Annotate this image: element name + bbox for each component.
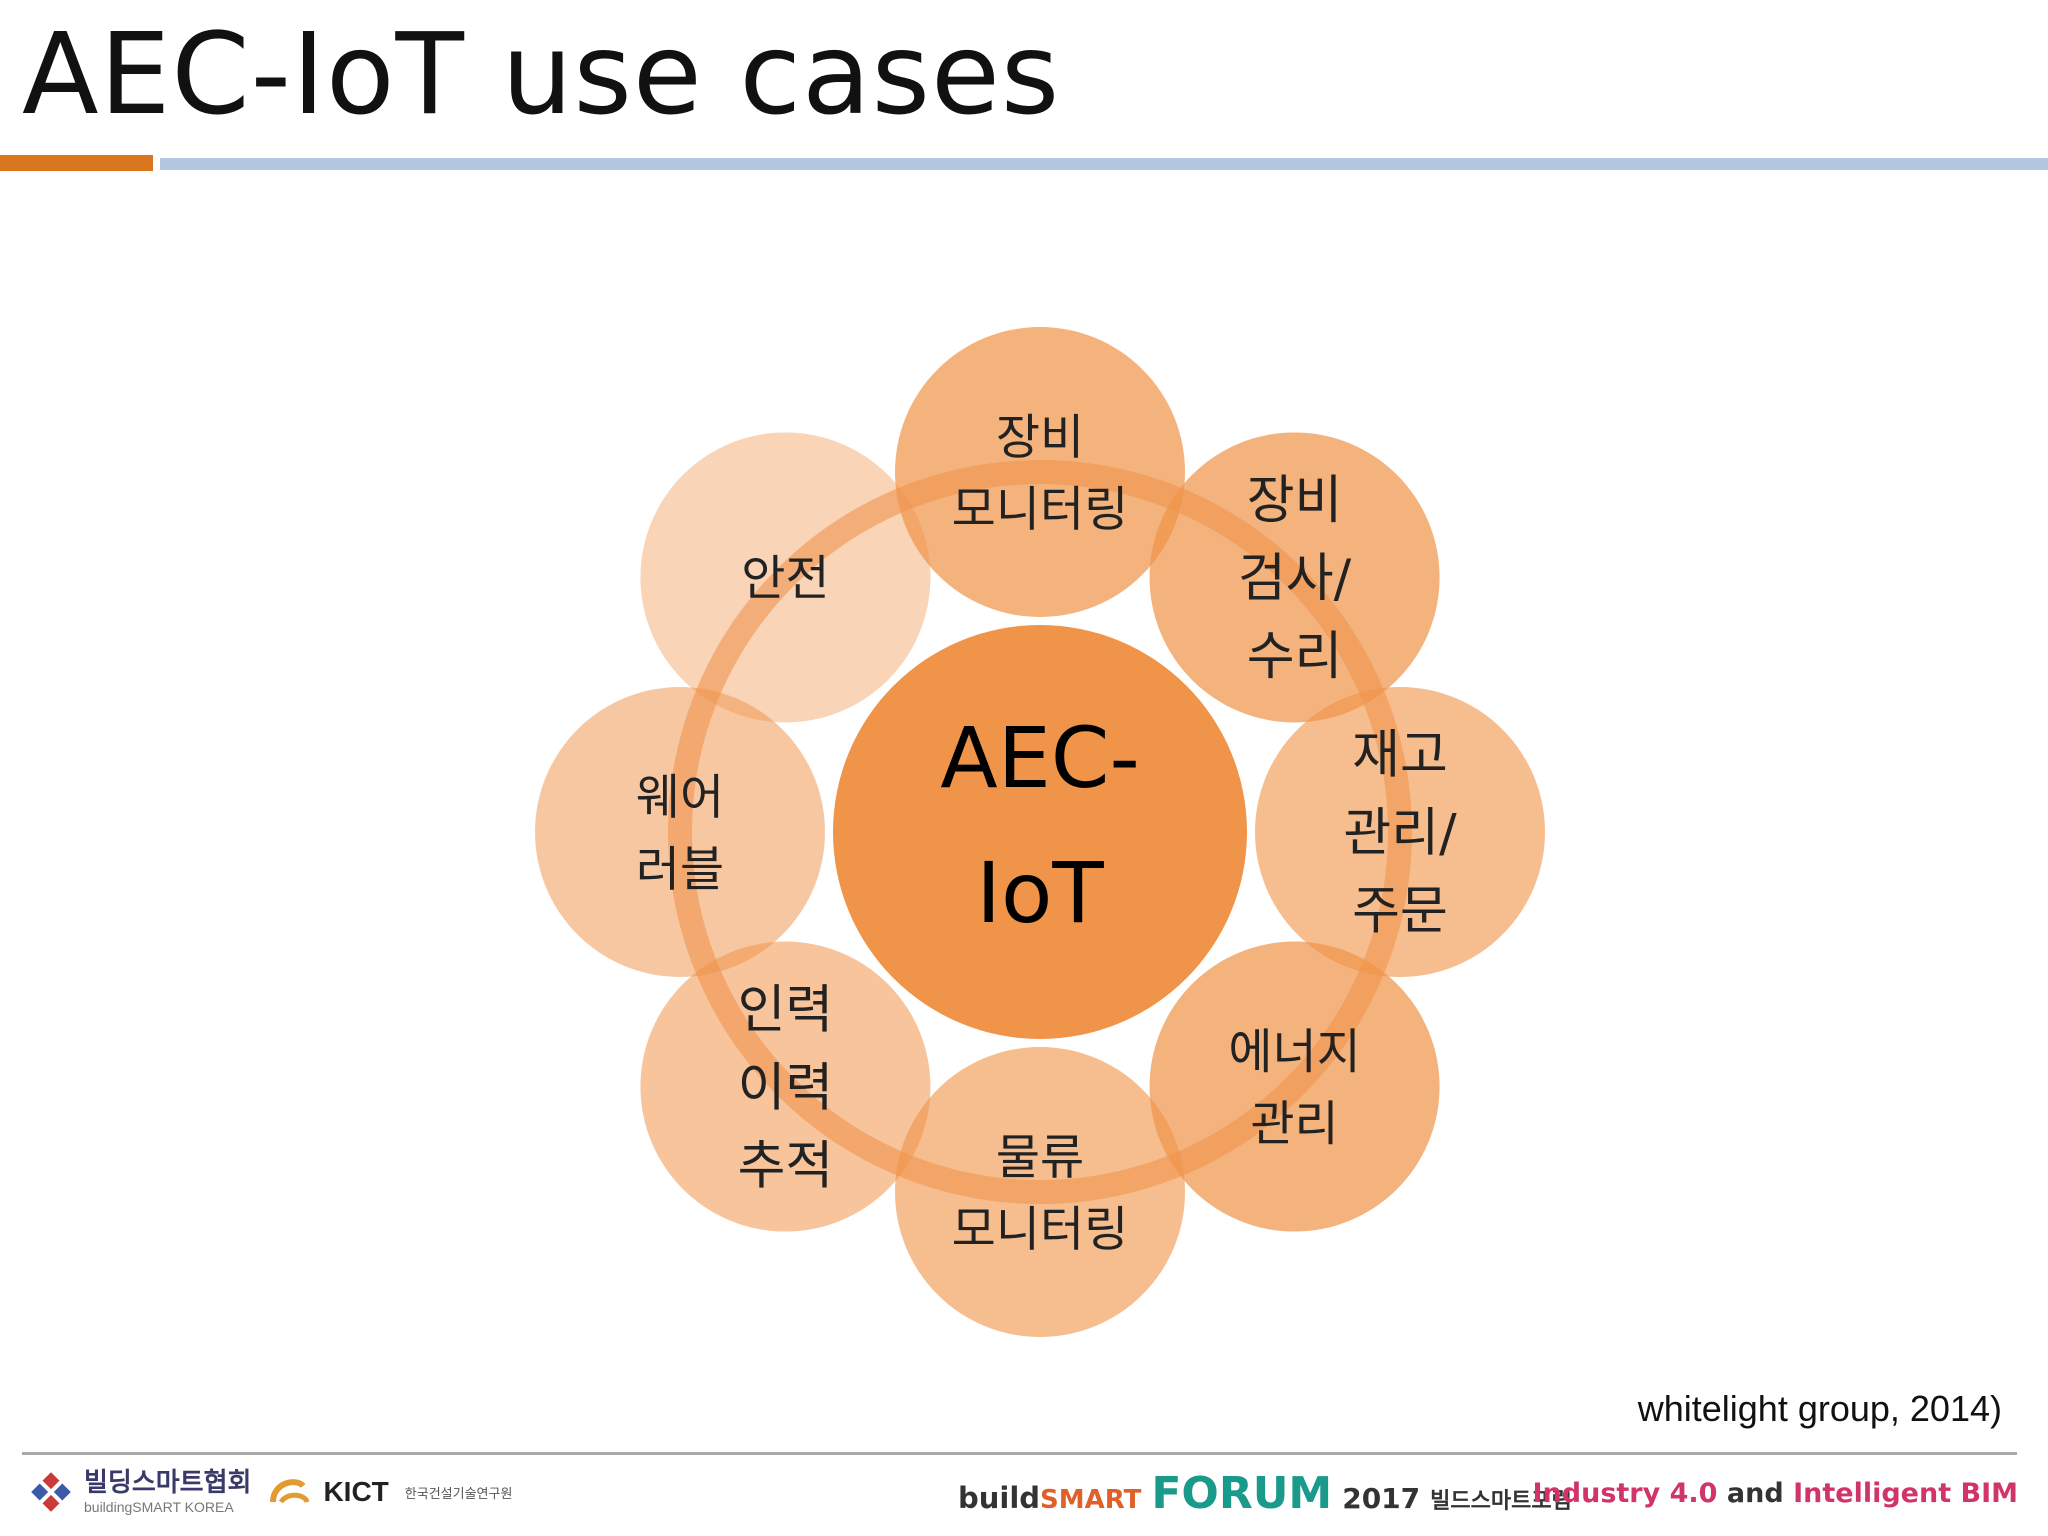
node-label-line: 에너지 [1228, 1024, 1360, 1080]
node-label-line: 물류 [996, 1129, 1084, 1185]
footer-rule [22, 1452, 2017, 1455]
forum-year: 2017 [1342, 1482, 1421, 1515]
node-circle [640, 432, 931, 723]
bsk-name-kr: 빌딩스마트협회 [84, 1468, 252, 1498]
footer-tagline: Industry 4.0 and Intelligent BIM [1533, 1478, 2018, 1509]
forum-kr: 빌드스마트포럼 [1430, 1489, 1572, 1514]
node-label-line: 추적 [738, 1136, 834, 1196]
forum-build: build [958, 1481, 1041, 1515]
node-label-line: 관리/ [1343, 804, 1457, 864]
use-case-node-safety: 안전 [640, 432, 931, 723]
node-label-line: 이력 [738, 1058, 834, 1118]
kict-subtitle: 한국건설기술연구원 [404, 1486, 513, 1502]
node-label-line: 장비 [1247, 471, 1343, 531]
kict-name: KICT [323, 1476, 389, 1507]
node-label-line: 관리 [1250, 1096, 1338, 1152]
bsk-name-en: buildingSMART KOREA [84, 1499, 234, 1515]
footer-logos: 빌딩스마트협회 buildingSMART KOREA KICT 한국건설기술연… [28, 1462, 512, 1522]
node-label-line: 러블 [636, 841, 724, 897]
node-label-line: 검사/ [1238, 549, 1352, 609]
node-label-line: 웨어 [636, 769, 724, 825]
title-rule [160, 158, 2048, 170]
tagline-and: and [1726, 1478, 1784, 1509]
node-label-line: 장비 [996, 409, 1084, 465]
citation: whitelight group, 2014) [1637, 1388, 2002, 1429]
slide-title: AEC-IoT use cases [22, 10, 1061, 140]
node-label-line: 모니터링 [952, 1201, 1129, 1257]
node-label-line: 수리 [1247, 627, 1343, 687]
node-circle [1149, 941, 1440, 1232]
node-label-line: 재고 [1352, 726, 1448, 786]
node-label-line: 주문 [1352, 882, 1448, 942]
kict-logo-icon [270, 1479, 310, 1504]
title-accent-rule [0, 155, 153, 171]
tagline-bim: Intelligent BIM [1793, 1478, 2018, 1509]
center-node: AEC- IoT [833, 625, 1247, 1039]
center-label-line: IoT [976, 844, 1104, 942]
node-circle [1255, 687, 1545, 977]
forum-smart: SMART [1040, 1485, 1142, 1515]
node-label-line: 모니터링 [952, 481, 1129, 537]
node-circle [640, 941, 931, 1232]
tagline-industry: Industry [1532, 1478, 1661, 1509]
tagline-number: 4.0 [1669, 1478, 1718, 1509]
node-circle [535, 687, 825, 977]
node-circle [1149, 432, 1440, 723]
forum-word: FORUM [1151, 1468, 1333, 1519]
buildingsmart-logo-icon [31, 1472, 71, 1512]
node-circle [895, 1047, 1185, 1337]
node-label-line: 인력 [738, 980, 834, 1040]
center-label-line: AEC- [940, 709, 1140, 807]
node-circle [895, 327, 1185, 617]
forum-banner: build SMART FORUM 2017 빌드스마트포럼 [958, 1468, 1572, 1519]
center-circle [833, 625, 1247, 1039]
node-label-line: 안전 [741, 551, 829, 607]
